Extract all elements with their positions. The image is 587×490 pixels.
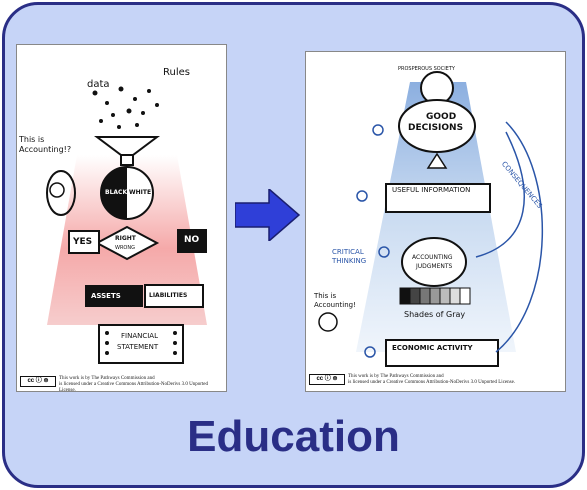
left-illustration: data Rules This is Accounting!? BLACK WH… — [16, 44, 227, 394]
label-accounting: ACCOUNTING — [412, 254, 453, 261]
label-black: BLACK — [105, 189, 128, 196]
label-right: RIGHT — [115, 235, 136, 242]
label-financial: FINANCIAL — [121, 332, 158, 340]
label-rules: Rules — [163, 67, 190, 78]
label-no: NO — [184, 235, 200, 245]
label-critical: CRITICAL — [332, 248, 364, 256]
label-shades-of-gray: Shades of Gray — [404, 310, 466, 319]
right-arrow-icon — [235, 189, 301, 241]
license-line-2: is licensed under a Creative Commons Att… — [59, 382, 209, 393]
label-liabilities: LIABILITIES — [149, 292, 188, 299]
label-data: data — [87, 79, 110, 90]
license-line-2: is licensed under a Creative Commons Att… — [348, 380, 516, 385]
label-this-is-accounting: This is Accounting!? — [19, 135, 72, 154]
label-good: GOOD — [426, 112, 457, 122]
label-yes: YES — [73, 237, 93, 247]
label-judgments: JUDGMENTS — [416, 263, 453, 270]
license-line-1: This work is by The Pathways Commission … — [348, 374, 444, 379]
label-prosperous-society: PROSPEROUS SOCIETY — [398, 66, 455, 72]
cc-license-badge: cc ⓘ ⊜ — [20, 376, 56, 387]
left-doodle — [46, 86, 207, 364]
label-statement: STATEMENT — [117, 343, 159, 351]
label-this-is-accounting-right: This is Accounting! — [314, 292, 356, 309]
label-useful-information: USEFUL INFORMATION — [392, 186, 471, 194]
label-white: WHITE — [129, 189, 152, 196]
label-assets: ASSETS — [91, 292, 121, 300]
slide-title: Education — [187, 412, 400, 461]
cc-license-badge: cc ⓘ ⊜ — [309, 374, 345, 385]
label-wrong: WRONG — [115, 245, 135, 251]
license-line-1: This work is by The Pathways Commission … — [59, 376, 155, 381]
label-thinking: THINKING — [332, 257, 367, 265]
license-text-left: This work is by The Pathways Commission … — [59, 376, 224, 394]
right-doodle — [318, 71, 544, 367]
license-text-right: This work is by The Pathways Commission … — [348, 374, 562, 386]
right-illustration: PROSPEROUS SOCIETY GOOD DECISIONS CONSEQ… — [305, 51, 566, 392]
label-decisions: DECISIONS — [408, 123, 464, 133]
label-economic-activity: ECONOMIC ACTIVITY — [392, 344, 473, 352]
